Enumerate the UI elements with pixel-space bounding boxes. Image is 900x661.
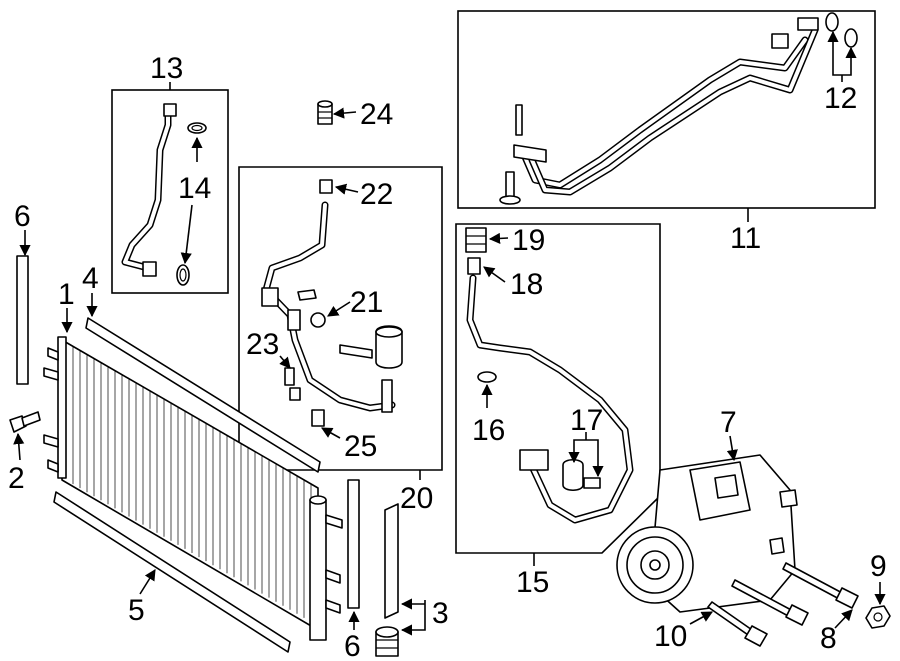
callout-13: 13 <box>150 52 183 85</box>
callout-4: 4 <box>82 262 99 295</box>
switch-23 <box>284 367 301 401</box>
o-ring-12a <box>825 12 839 32</box>
o-ring-14a-inner <box>191 124 203 132</box>
callout-8: 8 <box>820 622 837 655</box>
nut-9 <box>865 605 891 629</box>
box-11-line-group <box>457 10 876 209</box>
leaders <box>13 30 886 636</box>
o-ring-16 <box>477 371 497 383</box>
bolt-10 <box>707 601 768 647</box>
o-ring-12b <box>844 28 858 48</box>
box-20-hose-group <box>238 166 443 471</box>
callout-3: 3 <box>432 597 449 630</box>
callout-1: 1 <box>58 278 75 311</box>
o-ring-14b-inner <box>179 268 187 282</box>
side-seal-left <box>16 255 29 385</box>
callout-24: 24 <box>360 98 393 131</box>
box-15-hose-group <box>455 223 661 554</box>
grommet-24 <box>317 100 333 125</box>
bolt-8b <box>782 562 859 609</box>
line-11 <box>499 17 819 205</box>
callout-6-left: 6 <box>14 200 31 233</box>
callout-23: 23 <box>246 328 279 361</box>
callout-19: 19 <box>512 224 545 257</box>
hose-20 <box>261 179 403 413</box>
callout-5: 5 <box>128 594 145 627</box>
condenser <box>43 336 343 641</box>
callout-2: 2 <box>8 462 25 495</box>
callout-21: 21 <box>350 286 383 319</box>
dryer-plug <box>375 626 399 657</box>
callout-7: 7 <box>720 406 737 439</box>
hose-15 <box>465 227 634 524</box>
hose-13 <box>121 103 177 277</box>
bolt-17 <box>583 477 601 489</box>
seal-upper <box>85 317 321 473</box>
callout-11: 11 <box>730 222 761 255</box>
o-ring-21 <box>310 312 326 328</box>
side-seal-right <box>347 479 360 609</box>
callout-15: 15 <box>516 566 549 599</box>
bolt-2 <box>9 411 41 433</box>
seal-lower <box>53 491 291 653</box>
callout-18: 18 <box>510 268 543 301</box>
o-ring-14b <box>176 264 190 286</box>
compressor <box>616 454 798 613</box>
callout-14: 14 <box>178 172 211 205</box>
callout-6-right: 6 <box>344 630 361 661</box>
callout-10: 10 <box>654 620 687 653</box>
callout-12: 12 <box>824 82 857 115</box>
callout-17: 17 <box>570 404 603 437</box>
valve-25 <box>311 409 325 427</box>
callout-20: 20 <box>400 482 433 515</box>
bolt-8a <box>731 579 809 626</box>
callout-9: 9 <box>870 550 887 583</box>
dryer-desiccant <box>384 503 399 619</box>
o-ring-14a <box>187 122 207 134</box>
bolt-21 <box>297 289 317 301</box>
callout-25: 25 <box>344 430 377 463</box>
callout-16: 16 <box>472 414 505 447</box>
callout-22: 22 <box>360 178 393 211</box>
